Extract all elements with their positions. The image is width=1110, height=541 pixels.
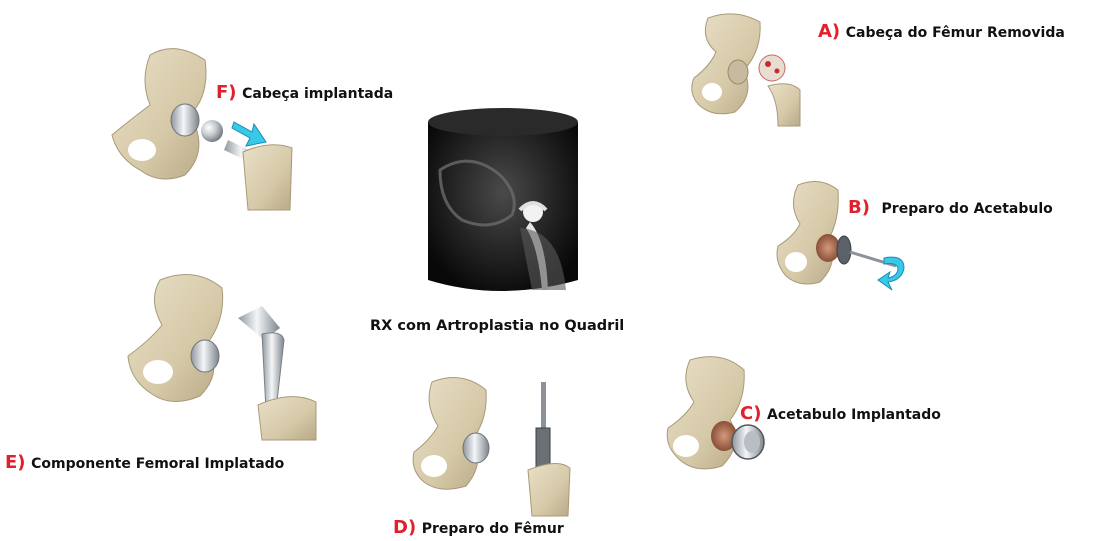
removed-femoral-head bbox=[759, 55, 785, 81]
reamed-acetabulum bbox=[816, 234, 840, 262]
step-f-text: Cabeça implantada bbox=[242, 86, 393, 102]
prosthetic-ball bbox=[201, 120, 223, 142]
step-d-text: Preparo do Fêmur bbox=[422, 521, 564, 537]
pelvis-foramen bbox=[421, 455, 447, 477]
illustration-a bbox=[692, 14, 800, 126]
pelvis-bone bbox=[692, 14, 760, 114]
step-c-label: C) Acetabulo Implantado bbox=[740, 403, 941, 424]
femur-bone bbox=[243, 145, 292, 210]
femur-bone bbox=[528, 463, 570, 516]
femur-bone bbox=[258, 397, 316, 440]
rasp-handle bbox=[541, 382, 546, 428]
xray-image bbox=[428, 108, 578, 291]
step-c-text: Acetabulo Implantado bbox=[767, 407, 941, 423]
acetabular-cup bbox=[463, 433, 489, 463]
step-e-text: Componente Femoral Implatado bbox=[31, 456, 284, 472]
step-a-letter: A) bbox=[818, 21, 840, 42]
illustration-f bbox=[112, 49, 292, 210]
step-b-label: B) Preparo do Acetabulo bbox=[848, 197, 1053, 218]
step-c-letter: C) bbox=[740, 403, 761, 424]
pelvis-foramen bbox=[785, 252, 807, 272]
reamer-head bbox=[837, 236, 851, 264]
pelvis-foramen bbox=[702, 83, 722, 101]
cyan-arrow bbox=[232, 122, 266, 146]
step-a-text: Cabeça do Fêmur Removida bbox=[846, 25, 1065, 41]
step-e-letter: E) bbox=[5, 452, 26, 473]
acetabular-cup bbox=[191, 340, 219, 372]
step-b-letter: B) bbox=[848, 197, 870, 218]
step-d-label: D) Preparo do Fêmur bbox=[393, 517, 564, 538]
center-caption: RX com Artroplastia no Quadril bbox=[370, 318, 624, 334]
illustration-e bbox=[128, 275, 316, 440]
pelvis-foramen bbox=[143, 360, 173, 384]
illustration-d bbox=[413, 378, 570, 517]
step-a-label: A) Cabeça do Fêmur Removida bbox=[818, 21, 1065, 42]
pelvis-bone bbox=[128, 275, 223, 402]
pelvis-foramen bbox=[128, 139, 156, 161]
acetabular-cup bbox=[171, 104, 199, 136]
pelvis-foramen bbox=[673, 435, 699, 457]
step-b-text: Preparo do Acetabulo bbox=[882, 201, 1053, 217]
step-e-label: E) Componente Femoral Implatado bbox=[5, 452, 284, 473]
pelvis-bone bbox=[777, 181, 838, 284]
femur-bone bbox=[768, 84, 800, 126]
step-f-label: F) Cabeça implantada bbox=[216, 82, 393, 103]
step-d-letter: D) bbox=[393, 517, 416, 538]
acetabulum-socket bbox=[728, 60, 748, 84]
step-f-letter: F) bbox=[216, 82, 237, 103]
